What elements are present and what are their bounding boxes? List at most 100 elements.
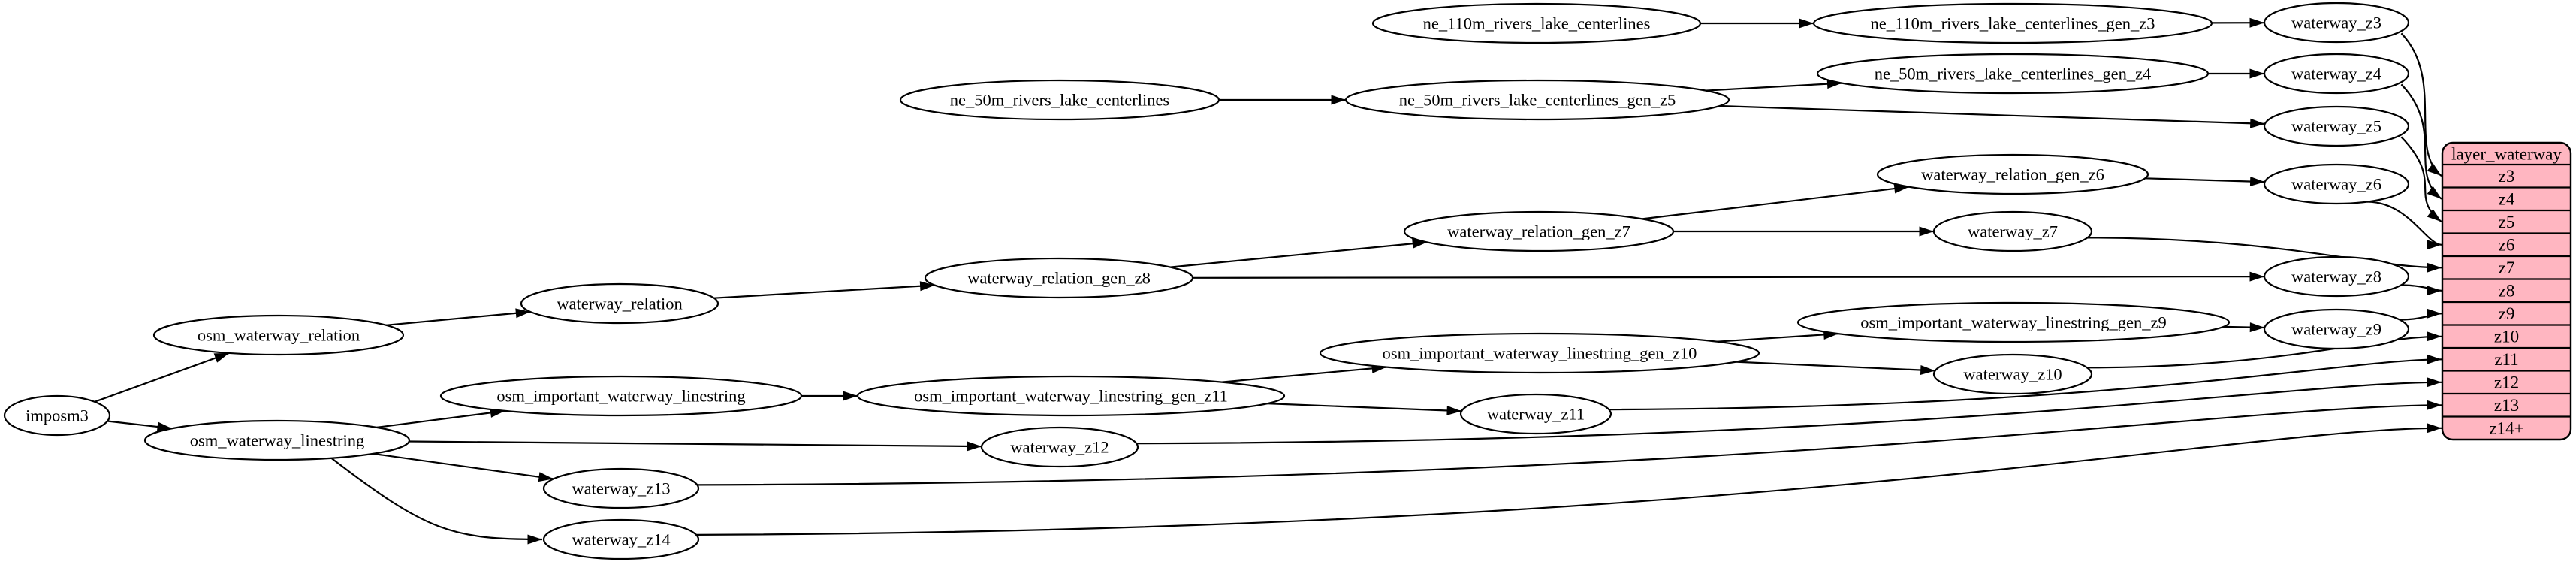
edge-waterway_relation_gen_z6--waterway_z6	[2145, 177, 2265, 187]
node-ne_50m_rivers_lake_centerlines_gen_z5-label: ne_50m_rivers_lake_centerlines_gen_z5	[1399, 91, 1676, 110]
node-ne_110m_rivers_lake_centerlines_gen_z3-shape	[1812, 2, 2213, 44]
edge-waterway_z4--row-z4	[2400, 83, 2442, 200]
edge-osm_waterway_linestring--waterway_z12	[409, 440, 982, 452]
table-row-z5: z5	[2499, 213, 2515, 231]
node-imposm3: imposm3	[3, 394, 111, 437]
edge-waterway_z8--row-z8	[2401, 284, 2442, 296]
table-row-z8: z8	[2499, 282, 2515, 301]
node-waterway_z9-shape	[2263, 308, 2410, 350]
table-row-z3: z3	[2499, 167, 2515, 186]
edge-waterway_z13--row-z13	[697, 400, 2442, 486]
node-waterway_relation-shape	[520, 282, 719, 325]
node-waterway_z13-label: waterway_z13	[572, 479, 670, 498]
node-waterway_relation_gen_z6-shape	[1876, 153, 2149, 195]
edge-waterway_z14--row-z14+	[696, 423, 2442, 536]
node-ne_110m_rivers_lake_centerlines-label: ne_110m_rivers_lake_centerlines	[1423, 14, 1651, 33]
table-row-z10: z10	[2494, 328, 2519, 346]
table-row-z6: z6	[2499, 236, 2515, 255]
node-waterway_z11: waterway_z11	[1459, 393, 1612, 435]
table-row-z11: z11	[2494, 350, 2518, 369]
node-osm_waterway_relation-shape	[152, 314, 405, 356]
node-ne_50m_rivers_lake_centerlines-shape	[899, 79, 1220, 121]
edge-waterway_relation_gen_z8--waterway_z8	[1192, 271, 2265, 282]
node-osm_important_waterway_linestring-shape	[439, 375, 803, 417]
edge-waterway_relation_gen_z7--waterway_relation_gen_z6	[1642, 183, 1909, 220]
table-row-z4: z4	[2499, 190, 2515, 209]
node-waterway_z12-shape	[980, 426, 1139, 468]
edge-osm_important_waterway_linestring_gen_z11--waterway_z11	[1267, 403, 1462, 415]
node-ne_50m_rivers_lake_centerlines: ne_50m_rivers_lake_centerlines	[899, 79, 1220, 121]
node-osm_important_waterway_linestring_gen_z11-shape	[856, 375, 1286, 417]
node-osm_important_waterway_linestring-label: osm_important_waterway_linestring	[496, 387, 745, 406]
edge-osm_important_waterway_linestring_gen_z11--osm_important_waterway_linestring_gen_z10	[1221, 363, 1387, 383]
node-osm_waterway_linestring: osm_waterway_linestring	[143, 419, 411, 461]
node-ne_110m_rivers_lake_centerlines_gen_z3-label: ne_110m_rivers_lake_centerlines_gen_z3	[1870, 14, 2155, 33]
node-waterway_z9-label: waterway_z9	[2291, 320, 2381, 339]
node-waterway_z4-shape	[2263, 53, 2410, 95]
table-row-z14+: z14+	[2489, 419, 2523, 438]
node-imposm3-label: imposm3	[26, 406, 89, 425]
layer-table-frame	[2441, 141, 2572, 441]
edge-osm_waterway_linestring--waterway_z13	[373, 452, 554, 482]
node-waterway_relation: waterway_relation	[520, 282, 719, 325]
node-waterway_z13: waterway_z13	[542, 467, 700, 509]
edge-imposm3--osm_waterway_relation	[94, 352, 230, 403]
node-osm_important_waterway_linestring_gen_z11: osm_important_waterway_linestring_gen_z1…	[856, 375, 1286, 417]
node-waterway_z10-label: waterway_z10	[1963, 365, 2062, 384]
node-waterway_z12-label: waterway_z12	[1010, 438, 1109, 457]
edge-waterway_z6--row-z6	[2366, 201, 2442, 250]
node-ne_50m_rivers_lake_centerlines_gen_z5: ne_50m_rivers_lake_centerlines_gen_z5	[1344, 79, 1730, 121]
node-osm_important_waterway_linestring: osm_important_waterway_linestring	[439, 375, 803, 417]
node-waterway_z3-shape	[2263, 2, 2410, 44]
node-ne_110m_rivers_lake_centerlines_gen_z3: ne_110m_rivers_lake_centerlines_gen_z3	[1812, 2, 2213, 44]
edge-waterway_z7--row-z7	[2087, 237, 2442, 273]
node-ne_50m_rivers_lake_centerlines_gen_z4-shape	[1816, 53, 2210, 95]
edge-waterway_z12--row-z12	[1136, 377, 2442, 445]
node-waterway_z14: waterway_z14	[542, 518, 700, 560]
layer-table-title: layer_waterway	[2451, 144, 2562, 163]
edge-ne_50m_rivers_lake_centerlines_gen_z5--waterway_z5	[1719, 104, 2265, 128]
node-osm_waterway_linestring-shape	[143, 419, 411, 461]
node-osm_waterway_linestring-label: osm_waterway_linestring	[190, 431, 364, 450]
edge-osm_waterway_relation--waterway_relation	[385, 308, 531, 326]
node-waterway_z14-label: waterway_z14	[572, 530, 670, 549]
node-waterway_z12: waterway_z12	[980, 426, 1139, 468]
node-osm_important_waterway_linestring_gen_z11-label: osm_important_waterway_linestring_gen_z1…	[914, 387, 1228, 406]
node-waterway_relation_gen_z6: waterway_relation_gen_z6	[1876, 153, 2149, 195]
table-row-z9: z9	[2499, 304, 2515, 323]
node-ne_110m_rivers_lake_centerlines-shape	[1371, 2, 1702, 44]
node-waterway_z5-shape	[2263, 105, 2410, 147]
table-row-z13: z13	[2494, 396, 2519, 415]
edge-osm_important_waterway_linestring_gen_z10--waterway_z10	[1736, 361, 1935, 376]
node-waterway_z13-shape	[542, 467, 700, 509]
node-waterway_z9: waterway_z9	[2263, 308, 2410, 350]
node-waterway_z7: waterway_z7	[1932, 210, 2093, 252]
node-osm_important_waterway_linestring_gen_z10: osm_important_waterway_linestring_gen_z1…	[1319, 332, 1760, 374]
node-waterway_relation_gen_z7: waterway_relation_gen_z7	[1403, 210, 1675, 252]
node-waterway_relation_gen_z8: waterway_relation_gen_z8	[924, 257, 1194, 299]
node-osm_waterway_relation: osm_waterway_relation	[152, 314, 405, 356]
table-row-z12: z12	[2494, 373, 2519, 392]
node-waterway_relation_gen_z8-label: waterway_relation_gen_z8	[967, 269, 1151, 288]
node-waterway_z10: waterway_z10	[1932, 353, 2093, 395]
edge-waterway_z3--row-z3	[2400, 32, 2442, 177]
node-waterway_z5-label: waterway_z5	[2291, 117, 2381, 136]
node-waterway_relation_gen_z7-label: waterway_relation_gen_z7	[1447, 222, 1630, 241]
edge-waterway_z9--row-z9	[2400, 308, 2442, 321]
edge-waterway_relation--waterway_relation_gen_z8	[713, 281, 935, 299]
node-waterway_z14-shape	[542, 518, 700, 560]
node-waterway_z8-shape	[2263, 255, 2410, 298]
node-waterway_z7-label: waterway_z7	[1968, 222, 2058, 241]
edge-osm_important_waterway_linestring_gen_z9--waterway_z9	[2223, 322, 2265, 333]
edge-waterway_z5--row-z5	[2400, 136, 2442, 223]
edge-waterway_z11--row-z11	[1609, 354, 2442, 411]
node-osm_important_waterway_linestring_gen_z10-label: osm_important_waterway_linestring_gen_z1…	[1383, 344, 1697, 363]
node-ne_50m_rivers_lake_centerlines_gen_z4: ne_50m_rivers_lake_centerlines_gen_z4	[1816, 53, 2210, 95]
node-waterway_z4-label: waterway_z4	[2291, 65, 2381, 83]
node-osm_important_waterway_linestring_gen_z9-shape	[1796, 301, 2231, 343]
node-waterway_z10-shape	[1932, 353, 2093, 395]
node-waterway_z11-shape	[1459, 393, 1612, 435]
edge-osm_waterway_linestring--osm_important_waterway_linestring	[376, 407, 505, 428]
